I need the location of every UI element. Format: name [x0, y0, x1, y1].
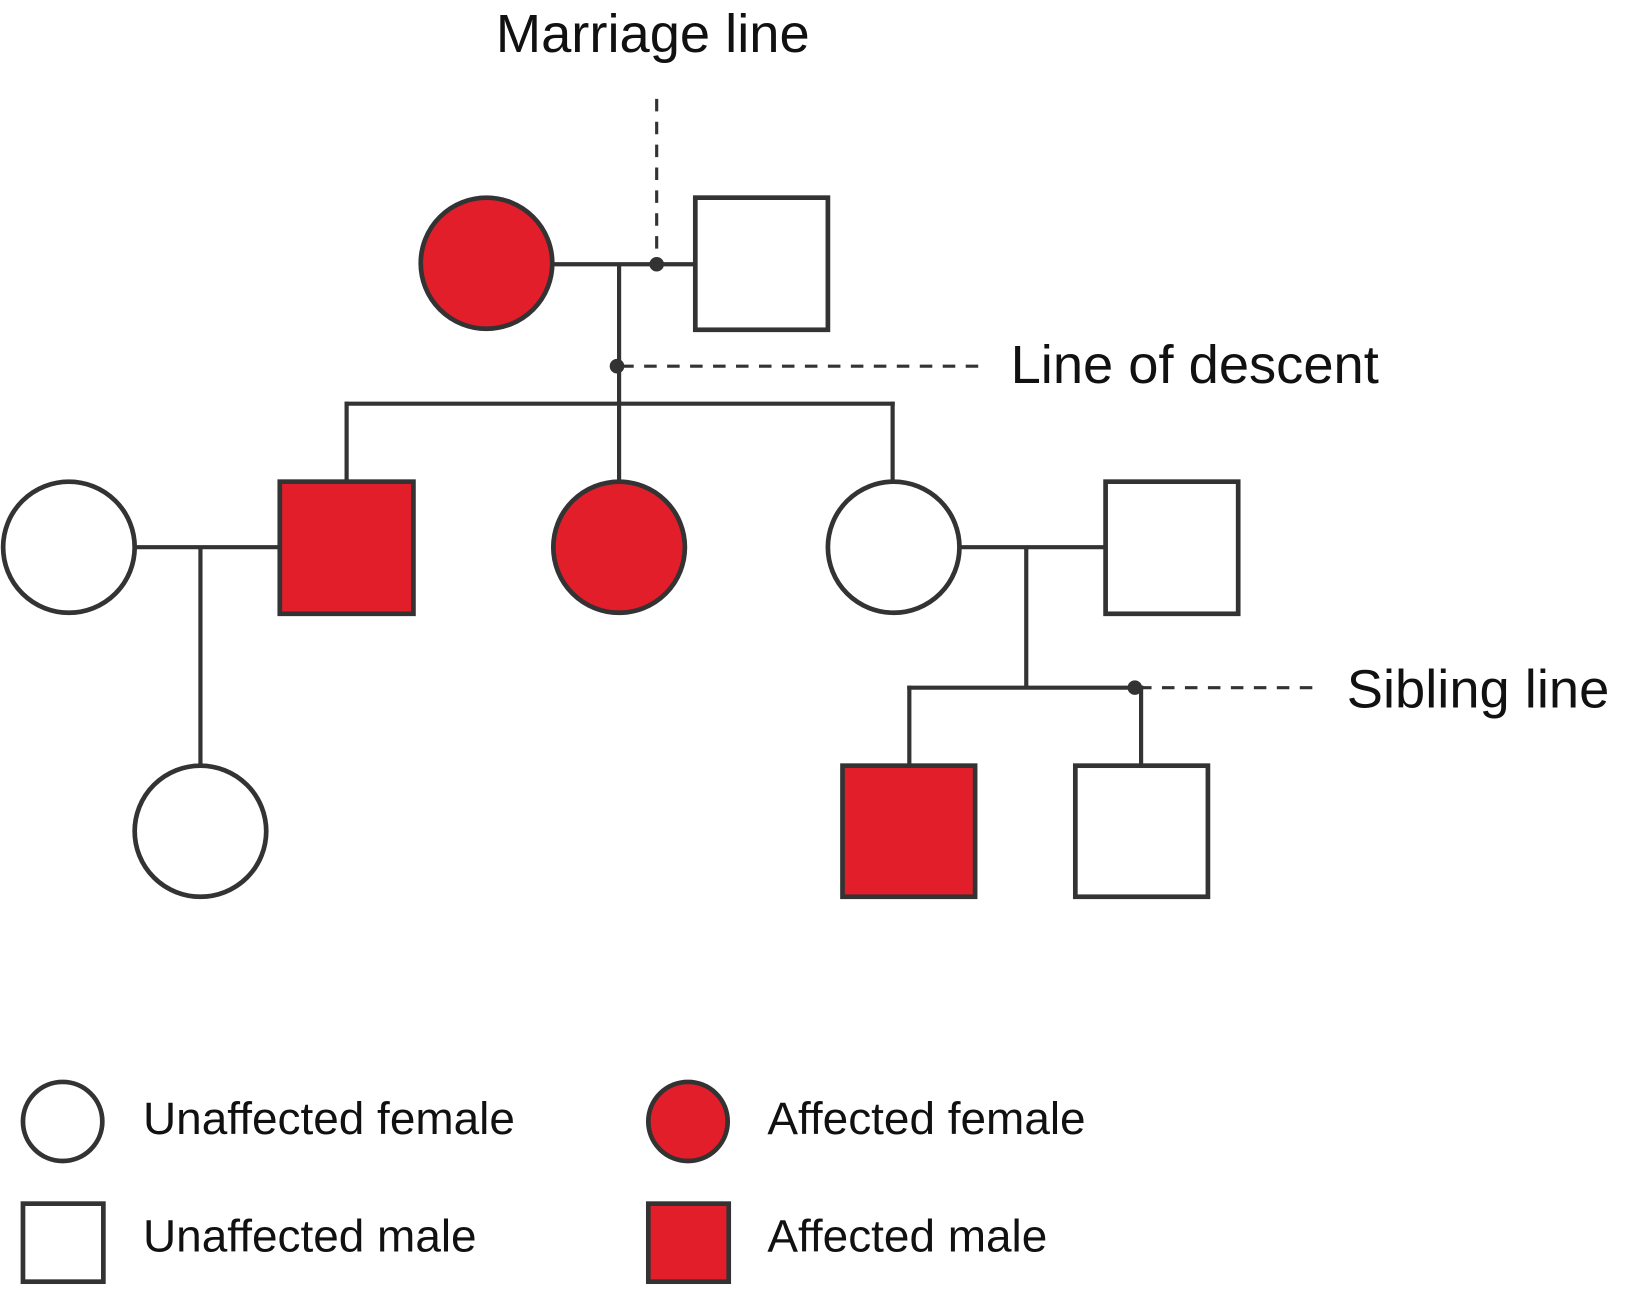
- affected-male-gen3: [840, 763, 978, 900]
- line-of-descent-label: Line of descent: [1011, 335, 1379, 395]
- unaffected-female-spouse: [0, 479, 138, 616]
- pedigree-lines: [134, 262, 1144, 766]
- affected-female-gen1: [418, 195, 555, 332]
- legend-affected-male-label: Affected male: [767, 1210, 1047, 1262]
- sibling-line-label: Sibling line: [1347, 660, 1610, 720]
- unaffected-male-gen3: [1072, 763, 1211, 900]
- legend: Unaffected female Affected female Unaffe…: [20, 1079, 1086, 1285]
- unaffected-male-spouse: [1103, 479, 1241, 617]
- unaffected-female-gen2: [825, 479, 962, 616]
- unaffected-male-gen1: [692, 195, 831, 333]
- legend-unaffected-female-icon: [20, 1079, 105, 1164]
- legend-unaffected-female-label: Unaffected female: [143, 1092, 515, 1144]
- legend-affected-male-icon: [645, 1201, 732, 1285]
- legend-affected-female-icon: [645, 1079, 731, 1164]
- marriage-line-label: Marriage line: [496, 4, 810, 64]
- legend-unaffected-male-label: Unaffected male: [143, 1210, 477, 1262]
- legend-affected-female-label: Affected female: [767, 1092, 1085, 1144]
- legend-unaffected-male-icon: [20, 1201, 106, 1285]
- affected-female-gen2: [550, 479, 688, 616]
- affected-male-gen2: [277, 479, 416, 617]
- unaffected-female-gen3: [132, 763, 269, 900]
